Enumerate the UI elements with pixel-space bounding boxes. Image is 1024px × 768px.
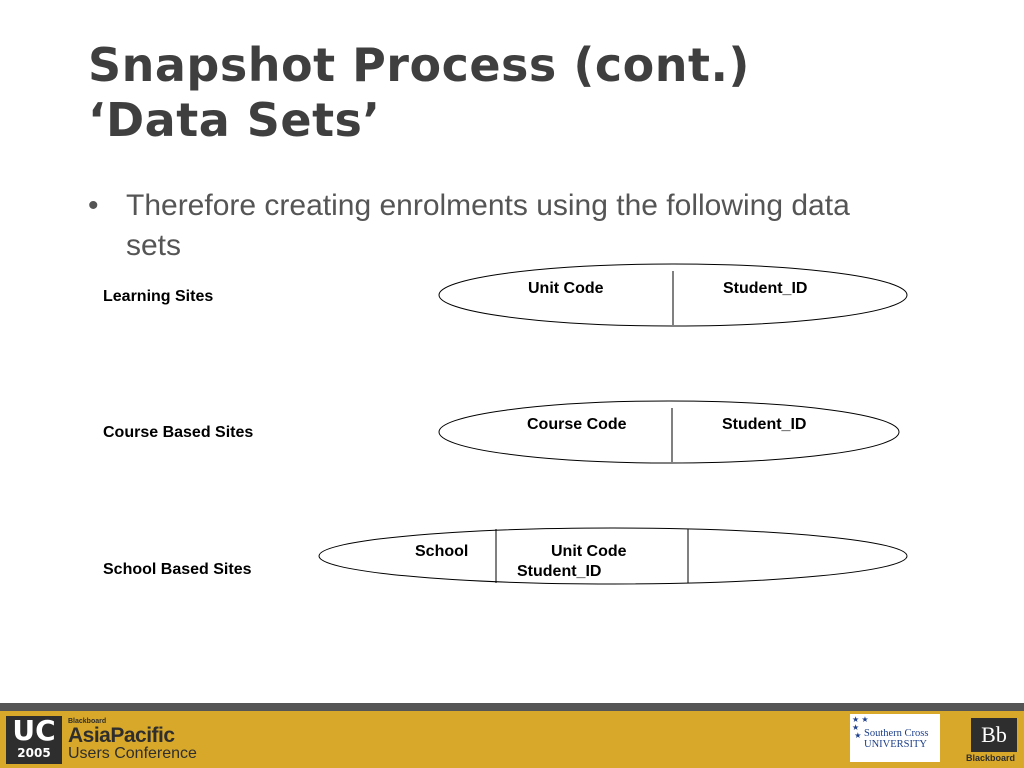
field-course-code: Course Code <box>527 416 627 433</box>
blackboard-logo: Bb <box>971 718 1017 752</box>
scu-line-2: UNIVERSITY <box>864 739 927 750</box>
ellipse-course-based-sites <box>438 400 900 464</box>
slide-title: Snapshot Process (cont.) ‘Data Sets’ <box>88 38 750 148</box>
uc-logo-text: UC <box>12 714 56 747</box>
row-label-course-based-sites: Course Based Sites <box>103 424 254 441</box>
field-student-id: Student_ID <box>722 416 807 433</box>
slide-title-line-1: Snapshot Process (cont.) <box>88 38 750 92</box>
brand-blackboard-small: Blackboard <box>68 718 107 725</box>
ellipse-school-based-sites <box>318 527 908 585</box>
scu-line-1: Southern Cross <box>864 728 929 739</box>
bullet-text: Therefore creating enrolments using the … <box>126 189 850 262</box>
field-school: School <box>415 543 469 560</box>
slide-title-line-2: ‘Data Sets’ <box>88 93 381 147</box>
row-label-learning-sites: Learning Sites <box>103 288 214 305</box>
uc-logo-year: 2005 <box>6 746 62 760</box>
brand-users-conference: Users Conference <box>68 745 197 762</box>
uc-2005-logo: UC 2005 <box>6 716 62 764</box>
southern-cross-university-logo: ★ ★★ ★ Southern Cross UNIVERSITY <box>850 714 940 762</box>
ellipse-learning-sites <box>438 263 908 327</box>
field-unit-code: Unit Code <box>551 543 627 560</box>
scu-logo-text: Southern Cross UNIVERSITY <box>864 728 928 750</box>
row-label-school-based-sites: School Based Sites <box>103 561 252 578</box>
blackboard-wordmark: Blackboard <box>966 753 1016 763</box>
footer-divider <box>0 703 1024 711</box>
bullet-icon: • <box>88 189 99 222</box>
stars-icon: ★ ★★ ★ <box>852 715 869 740</box>
conference-brand: Blackboard AsiaPacific Users Conference <box>68 718 197 762</box>
field-unit-code: Unit Code <box>528 280 604 297</box>
brand-asiapacific: AsiaPacific <box>68 724 175 747</box>
field-student-id: Student_ID <box>517 563 602 580</box>
field-student-id: Student_ID <box>723 280 808 297</box>
